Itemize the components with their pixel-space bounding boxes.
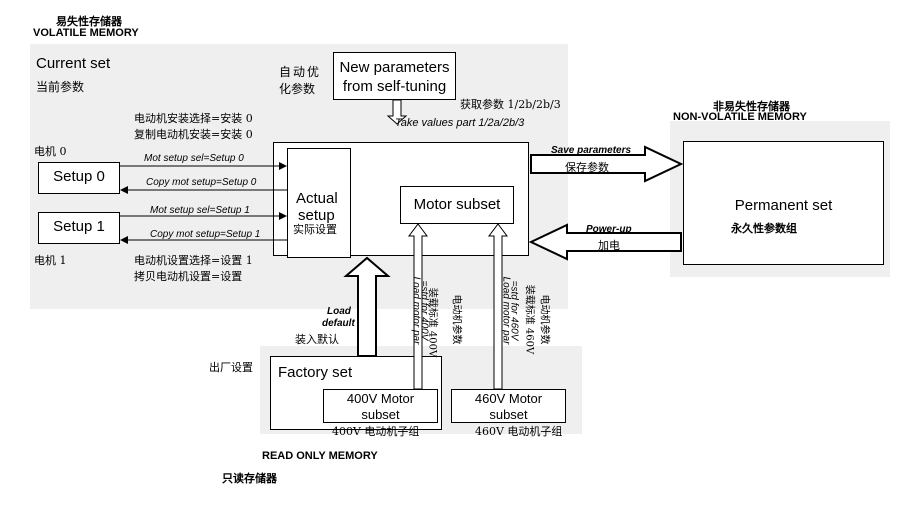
motor-400v-subset-line2: subset — [361, 407, 400, 422]
save-parameters-arrow — [530, 145, 684, 183]
load-460v-cn-1: 装载标准 460V — [523, 284, 535, 355]
actual-setup-box — [287, 148, 351, 258]
setup-0-label: Setup 0 — [53, 168, 105, 185]
mot-setup-sel-1-label: Mot setup sel=Setup 1 — [150, 205, 250, 216]
load-400v-arrow — [408, 223, 428, 390]
volatile-memory-title: VOLATILE MEMORY — [33, 27, 139, 39]
motor-400v-subset-box — [323, 389, 438, 423]
new-parameters-line2: from self-tuning — [342, 78, 447, 95]
motor-select-1-cn: 电动机设置选择=设置 1 — [134, 254, 253, 267]
mot-setup-sel-1-head — [279, 212, 287, 220]
save-parameters-cn: 保存参数 — [565, 161, 609, 174]
load-default-arrow — [343, 256, 391, 357]
load-400v-cn-2: 电动机参数 — [450, 294, 462, 345]
copy-mot-setup-0-head — [120, 186, 128, 194]
load-460v-label-2: =std for 460V — [508, 280, 520, 341]
copy-motor-setup-0-cn: 复制电动机安装=安装 0 — [134, 128, 253, 141]
volatile-memory-title-cn: 易失性存储器 — [56, 16, 122, 28]
motor-400v-subset-line1: 400V Motor — [346, 391, 415, 406]
save-parameters-label: Save parameters — [551, 145, 632, 156]
load-460v-arrow — [488, 223, 508, 390]
motor-460v-subset-box — [451, 389, 566, 423]
get-parameters-cn: 获取参数 1/2b/2b/3 — [460, 98, 561, 111]
factory-settings-cn: 出厂设置 — [209, 361, 253, 374]
permanent-set-box — [683, 141, 884, 265]
motor-460v-subset-cn: 460V 电动机子组 — [475, 425, 563, 438]
copy-mot-setup-1-label: Copy mot setup=Setup 1 — [150, 229, 261, 240]
setup-1-label: Setup 1 — [53, 218, 105, 235]
power-up-label: Power-up — [586, 224, 632, 235]
setup-1-box — [38, 212, 120, 244]
permanent-set-label: Permanent set — [734, 197, 833, 214]
motor-1-label: 电机 1 — [34, 254, 67, 267]
auto-optimize-cn-2: 化参数 — [279, 82, 316, 96]
copy-mot-setup-1-head — [120, 236, 128, 244]
nonvolatile-memory-title: NON-VOLATILE MEMORY — [673, 111, 807, 123]
motor-400v-subset-cn: 400V 电动机子组 — [332, 425, 420, 438]
take-values-arrow — [386, 99, 408, 125]
setup-0-box — [38, 162, 120, 194]
motor-select-0-cn: 电动机安装选择=安装 0 — [134, 112, 253, 125]
motor-0-label: 电机 0 — [34, 145, 67, 158]
take-values-label: Take values part 1/2a/2b/3 — [395, 117, 525, 129]
load-default-label-1: Load — [327, 306, 351, 317]
load-460v-cn-2: 电动机参数 — [538, 294, 550, 345]
auto-optimize-cn-1: 自动优 — [279, 65, 322, 79]
load-default-label-2: default — [322, 318, 355, 329]
motor-subset-label: Motor subset — [413, 196, 501, 213]
copy-motor-setup-1-cn: 拷贝电动机设置=设置 — [134, 270, 243, 283]
mot-setup-sel-0-head — [279, 162, 287, 170]
power-up-arrow — [528, 223, 682, 261]
rom-title-cn: 只读存储器 — [222, 473, 277, 485]
motor-subset-box — [400, 186, 514, 224]
load-default-cn: 装入默认 — [295, 333, 339, 346]
power-up-cn: 加电 — [598, 239, 620, 252]
motor-460v-subset-line2: subset — [489, 407, 528, 422]
load-400v-cn-1: 装载标准 400V — [426, 287, 438, 358]
rom-title: READ ONLY MEMORY — [262, 450, 378, 462]
actual-setup-line1: Actual — [296, 190, 338, 207]
current-set-label: Current set — [36, 55, 111, 72]
current-set-cn: 当前参数 — [36, 80, 85, 94]
mot-setup-sel-0-label: Mot setup sel=Setup 0 — [144, 153, 244, 164]
actual-setup-cn: 实际设置 — [293, 223, 337, 236]
permanent-set-cn: 永久性参数组 — [731, 223, 797, 235]
motor-460v-subset-line1: 460V Motor — [474, 391, 543, 406]
copy-mot-setup-0-label: Copy mot setup=Setup 0 — [146, 177, 257, 188]
actual-setup-line2: setup — [298, 207, 335, 224]
nonvolatile-memory-title-cn: 非易失性存储器 — [713, 101, 790, 113]
factory-set-label: Factory set — [278, 364, 353, 381]
new-parameters-line1: New parameters — [339, 59, 450, 76]
